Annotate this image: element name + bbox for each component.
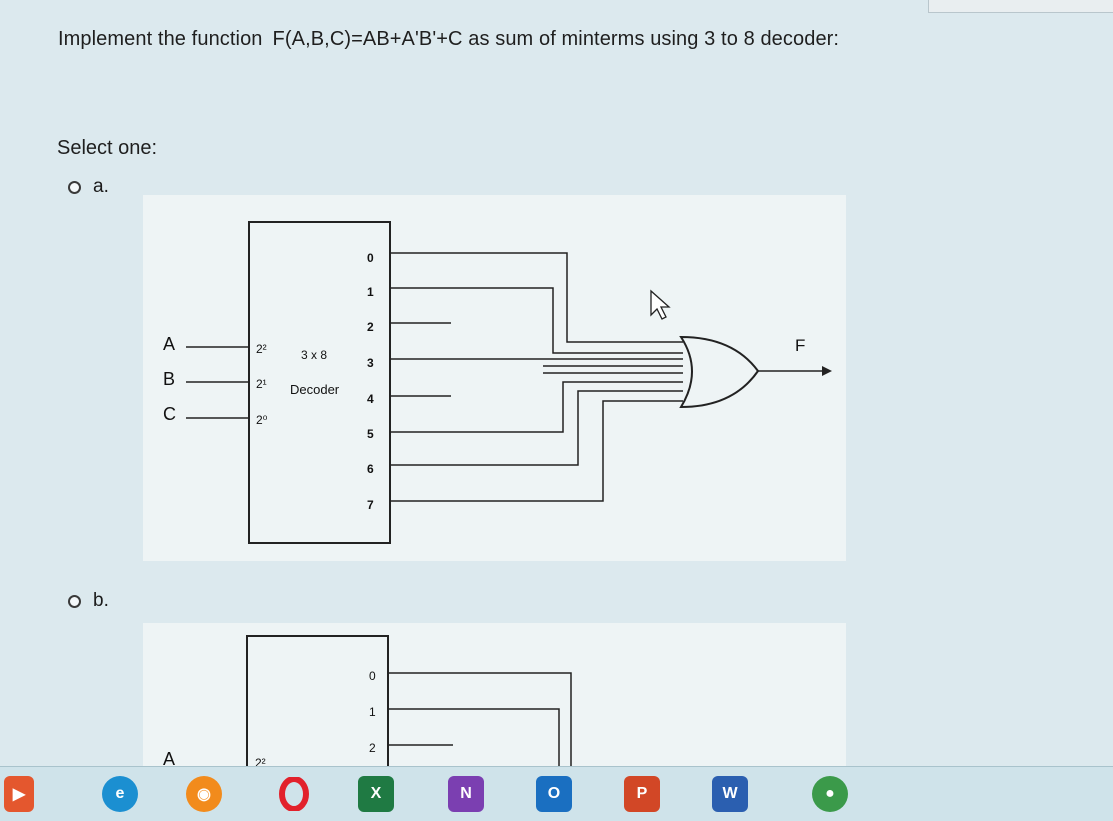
- input-label-c: C: [163, 404, 176, 424]
- opera-icon[interactable]: [276, 776, 312, 812]
- output-num-2: 2: [367, 320, 374, 334]
- option-b[interactable]: b.: [68, 590, 109, 612]
- wire-b-1: [388, 708, 560, 773]
- edge-icon[interactable]: e: [102, 776, 138, 812]
- decoder-label: Decoder: [290, 382, 340, 397]
- mouse-cursor-icon: [650, 289, 671, 320]
- question-function: F(A,B,C)=AB+A'B'+C as sum of minterms us…: [272, 28, 840, 50]
- chrome-icon[interactable]: ●: [812, 776, 848, 812]
- or-gate: [679, 335, 760, 409]
- input-label-a: A: [163, 334, 175, 354]
- wire-5: [390, 381, 683, 433]
- window-edge: [928, 0, 1113, 13]
- option-a[interactable]: a.: [68, 176, 109, 198]
- weight-2-1: 2¹: [256, 377, 267, 391]
- output-num-b-1: 1: [369, 705, 376, 719]
- select-one-label: Select one:: [57, 137, 158, 159]
- wire-1: [390, 287, 683, 354]
- excel-icon[interactable]: X: [358, 776, 394, 812]
- weight-b-2-2: 2²: [255, 756, 266, 768]
- output-label-f: F: [795, 336, 805, 355]
- firefox-icon[interactable]: ◉: [186, 776, 222, 812]
- weight-2-0: 2⁰: [256, 413, 268, 427]
- radio-option-a[interactable]: [68, 180, 81, 194]
- option-b-label: b.: [93, 590, 109, 611]
- decoder-size-label: 3 x 8: [301, 348, 327, 362]
- output-num-5: 5: [367, 427, 374, 441]
- diagram-a: A B C 2² 2¹ 2⁰ 3 x 8 Decoder 0 1 2 3 4 5…: [143, 195, 846, 561]
- option-a-label: a.: [93, 176, 109, 197]
- media-player-icon[interactable]: ▶: [4, 776, 34, 812]
- decoder-circuit-b: 0 1 2 A 2²: [163, 635, 572, 797]
- output-num-4: 4: [367, 392, 374, 406]
- output-num-7: 7: [367, 498, 374, 512]
- word-icon[interactable]: W: [712, 776, 748, 812]
- wire-0: [390, 252, 683, 343]
- wire-6: [390, 390, 683, 466]
- powerpoint-icon[interactable]: P: [624, 776, 660, 812]
- decoder-box-b: [246, 635, 389, 797]
- weight-2-2: 2²: [256, 342, 267, 356]
- output-num-b-0: 0: [369, 669, 376, 683]
- output-num-b-2: 2: [369, 741, 376, 755]
- diagram-b: 0 1 2 A 2²: [143, 623, 846, 797]
- decoder-circuit-a: A B C 2² 2¹ 2⁰ 3 x 8 Decoder 0 1 2 3 4 5…: [163, 221, 832, 544]
- output-arrow: [822, 366, 832, 376]
- outlook-icon[interactable]: O: [536, 776, 572, 812]
- question-prefix: Implement the function: [58, 28, 263, 50]
- output-wires: [390, 252, 683, 502]
- onenote-icon[interactable]: N: [448, 776, 484, 812]
- output-wires-b: [388, 672, 572, 773]
- output-num-1: 1: [367, 285, 374, 299]
- output-num-0: 0: [367, 251, 374, 265]
- taskbar: ▶ e ◉ X N O P W ●: [0, 766, 1113, 821]
- input-label-b-a: A: [163, 749, 175, 768]
- input-label-b: B: [163, 369, 175, 389]
- output-num-6: 6: [367, 462, 374, 476]
- radio-option-b[interactable]: [68, 594, 81, 608]
- question-text: Implement the function F(A,B,C)=AB+A'B'+C…: [58, 28, 839, 51]
- wire-b-0: [388, 672, 572, 773]
- wire-7: [390, 400, 683, 502]
- output-num-3: 3: [367, 356, 374, 370]
